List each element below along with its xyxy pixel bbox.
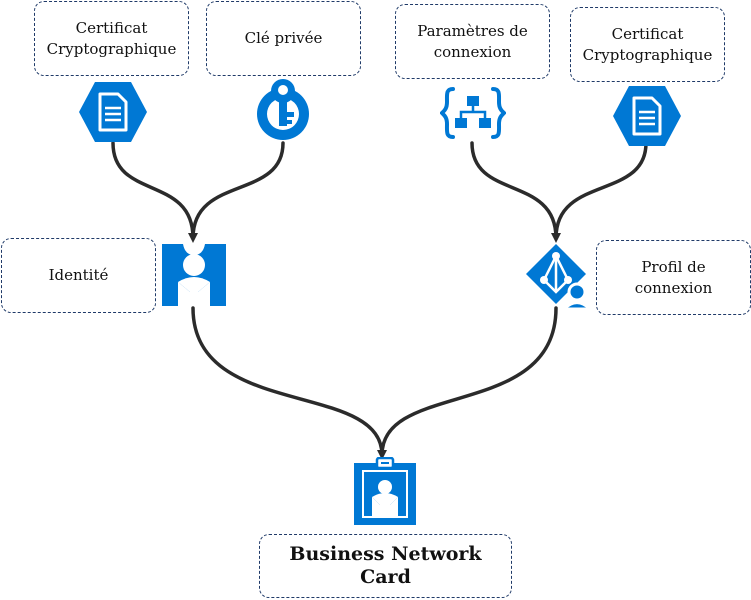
connector-key-to-identity: [191, 141, 285, 240]
certificate-icon: [79, 82, 147, 142]
connector-cert-right-to-profile: [554, 141, 648, 240]
badge-card-icon: [354, 457, 416, 525]
certificate-icon: [613, 86, 681, 146]
connector-identity-to-card: [191, 306, 387, 460]
label-box-business-network-card: Business Network Card: [259, 534, 512, 598]
label-box-connection-params: Paramètres de connexion: [395, 4, 550, 79]
label-box-cert-left: Certificat Cryptographique: [34, 1, 189, 76]
label-box-identity: Identité: [1, 238, 156, 313]
connector-cert-left-to-identity: [111, 141, 198, 243]
key-icon: [257, 79, 309, 140]
label-box-cert-right: Certificat Cryptographique: [570, 7, 725, 82]
connection-profile-icon: [526, 244, 592, 310]
label-box-connection-profile: Profil de connexion: [596, 240, 751, 315]
connector-profile-to-card: [380, 306, 558, 457]
network-parameters-icon: [440, 87, 506, 139]
identity-icon: [162, 244, 226, 306]
connector-params-to-profile: [470, 141, 561, 243]
label-box-private-key: Clé privée: [206, 1, 361, 76]
